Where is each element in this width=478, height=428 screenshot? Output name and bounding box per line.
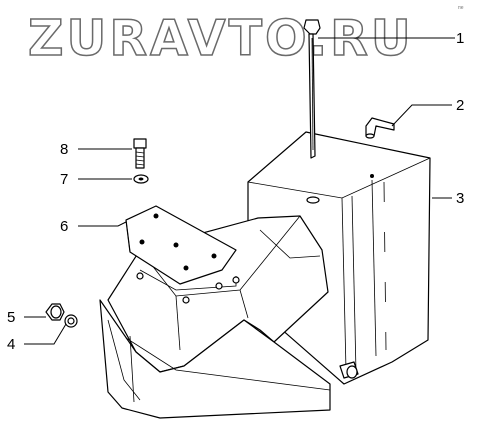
breather-fitting (365, 117, 395, 139)
callout-8: 8 (60, 141, 68, 158)
dipstick-port (306, 196, 320, 204)
callout-3: 3 (456, 190, 464, 207)
corner-code: пе (458, 5, 464, 11)
washer (133, 174, 149, 184)
mounting-bracket (125, 205, 237, 285)
callout-6: 6 (60, 218, 68, 235)
tank (99, 131, 431, 419)
callout-leaders (24, 37, 455, 345)
callout-7: 7 (60, 171, 68, 188)
bolt (133, 138, 147, 169)
drain-plug (45, 303, 65, 321)
dipstick (303, 19, 321, 159)
drain-seal-washer (64, 314, 78, 328)
callout-1: 1 (456, 30, 464, 47)
breather-port (370, 174, 374, 178)
callout-5: 5 (7, 309, 15, 326)
callout-4: 4 (7, 336, 15, 353)
callout-2: 2 (456, 97, 464, 114)
